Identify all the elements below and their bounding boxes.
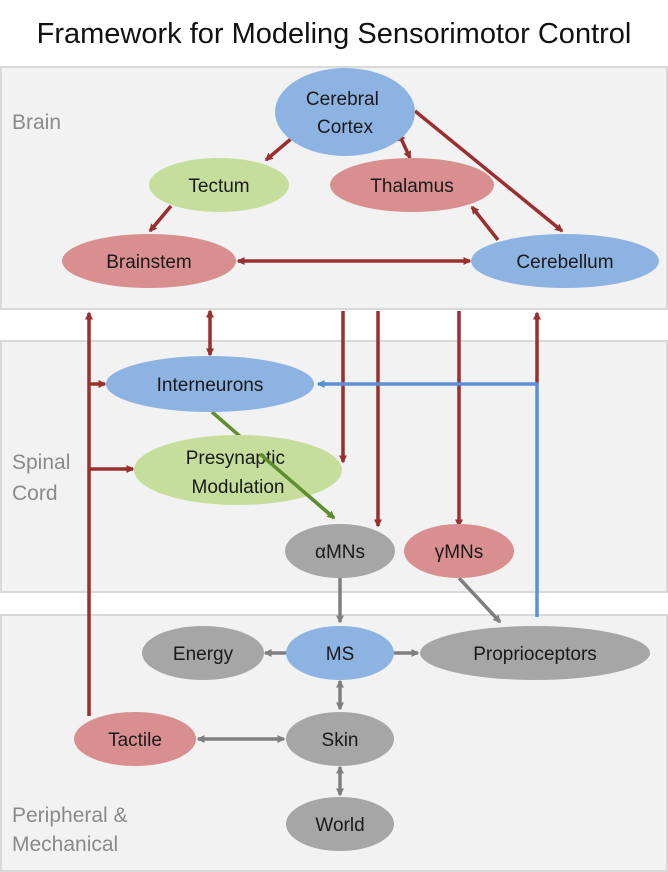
node-ms: MS [286, 626, 394, 680]
node-alpha-mns: αMNs [285, 524, 395, 578]
energy-shape [142, 626, 264, 680]
node-thalamus: Thalamus [330, 158, 494, 212]
peripheral-region-label: Peripheral & Mechanical [12, 804, 133, 856]
tectum-shape [149, 158, 289, 212]
tectum-label: Tectum [188, 176, 249, 197]
thalamus-shape [330, 158, 494, 212]
arrow-cortex-to-cerebellum [413, 109, 564, 233]
mechanical-connections [196, 576, 502, 797]
cerebral-cortex-label: Cerebral Cortex [306, 89, 384, 138]
ms-shape [286, 626, 394, 680]
cerebral-cortex-label-line-2: Cortex [317, 117, 373, 138]
presynaptic-label-line-1: Presynaptic [186, 448, 285, 469]
arrow-tectum-to-brainstem [148, 204, 173, 233]
node-world: World [286, 797, 394, 851]
cerebral-cortex-shape [275, 68, 415, 156]
world-label: World [315, 815, 364, 836]
interneurons-label: Interneurons [157, 375, 264, 396]
proprioceptors-label: Proprioceptors [473, 644, 597, 665]
tactile-shape [74, 712, 196, 766]
node-interneurons: Interneurons [106, 356, 314, 412]
node-cerebellum: Cerebellum [471, 234, 659, 288]
presynaptic-label: Presynaptic Modulation [186, 448, 291, 498]
node-presynaptic-modulation: Presynaptic Modulation [134, 435, 342, 505]
diagram-title: Framework for Modeling Sensorimotor Cont… [37, 18, 632, 50]
energy-label: Energy [173, 644, 234, 665]
node-skin: Skin [286, 712, 394, 766]
presynaptic-label-line-2: Modulation [192, 477, 285, 498]
cerebellum-shape [471, 234, 659, 288]
spinal-cord-region-label: Spinal Cord [12, 451, 76, 505]
arrow-gamma-mns-to-proprioceptors [457, 576, 502, 624]
arrow-interneurons-to-alpha-mns-overlay [258, 452, 336, 520]
spinal-cord-label-line-1: Spinal [12, 451, 70, 474]
presynaptic-shape [134, 435, 342, 505]
node-cerebral-cortex: Cerebral Cortex [275, 68, 415, 156]
thalamus-label: Thalamus [370, 176, 453, 197]
peripheral-label-line-1: Peripheral & [12, 804, 128, 827]
node-brainstem: Brainstem [62, 234, 236, 288]
cerebral-cortex-label-line-1: Cerebral [306, 89, 379, 110]
tactile-label: Tactile [108, 730, 162, 751]
arrow-cerebellum-to-thalamus [470, 205, 500, 242]
brainstem-shape [62, 234, 236, 288]
brain-region-label: Brain [12, 111, 61, 134]
arrow-proprioceptors-to-interneurons [316, 380, 539, 617]
brain-region-label-line: Brain [12, 111, 61, 134]
node-tectum: Tectum [149, 158, 289, 212]
proprioceptors-shape [420, 626, 650, 680]
node-proprioceptors: Proprioceptors [420, 626, 650, 680]
skin-label: Skin [322, 730, 359, 751]
alpha-mns-label: αMNs [315, 542, 365, 563]
skin-shape [286, 712, 394, 766]
brainstem-label: Brainstem [106, 252, 192, 273]
gamma-mns-shape [404, 524, 514, 578]
neural-connections [85, 109, 564, 716]
spinal-cord-label-line-2: Cord [12, 482, 58, 505]
peripheral-label-line-2: Mechanical [12, 833, 118, 856]
ms-label: MS [326, 644, 355, 665]
world-shape [286, 797, 394, 851]
node-gamma-mns: γMNs [404, 524, 514, 578]
gamma-mns-label: γMNs [435, 542, 484, 563]
alpha-mns-shape [285, 524, 395, 578]
node-energy: Energy [142, 626, 264, 680]
interneurons-shape [106, 356, 314, 412]
node-tactile: Tactile [74, 712, 196, 766]
cerebellum-label: Cerebellum [516, 252, 613, 273]
